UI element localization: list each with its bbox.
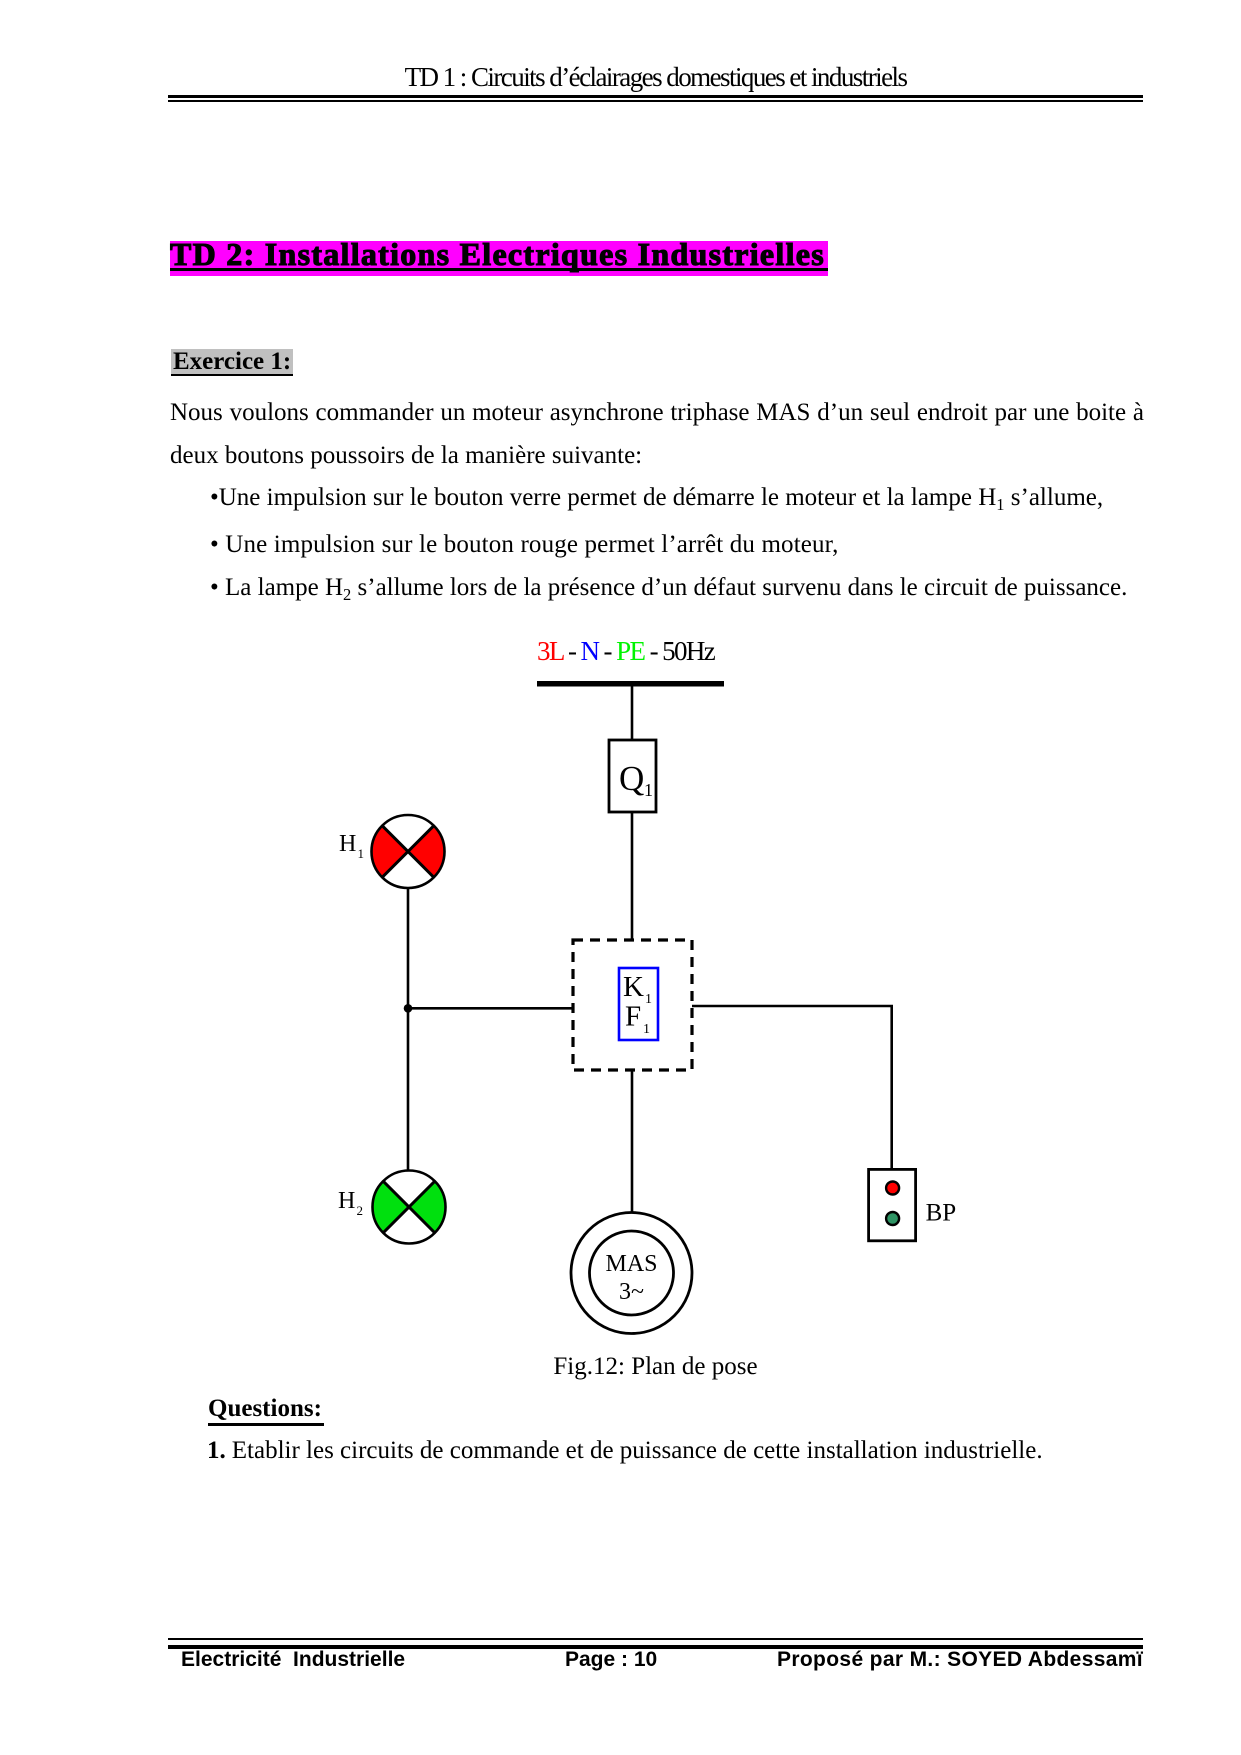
svg-text:BP: BP [926, 1200, 957, 1227]
svg-text:1: 1 [645, 992, 652, 1007]
svg-text:H: H [339, 831, 356, 857]
svg-text:F: F [625, 1001, 641, 1033]
svg-text:3L - N - PE - 50Hz: 3L - N - PE - 50Hz [537, 636, 716, 666]
svg-text:1: 1 [644, 780, 653, 800]
svg-text:K: K [623, 971, 644, 1003]
svg-text:2: 2 [357, 1203, 364, 1218]
svg-text:1: 1 [358, 846, 365, 861]
svg-text:3~: 3~ [619, 1279, 644, 1305]
svg-text:Q: Q [619, 759, 644, 798]
svg-text:MAS: MAS [605, 1251, 657, 1277]
svg-text:1: 1 [643, 1022, 650, 1037]
svg-text:H: H [338, 1188, 355, 1214]
